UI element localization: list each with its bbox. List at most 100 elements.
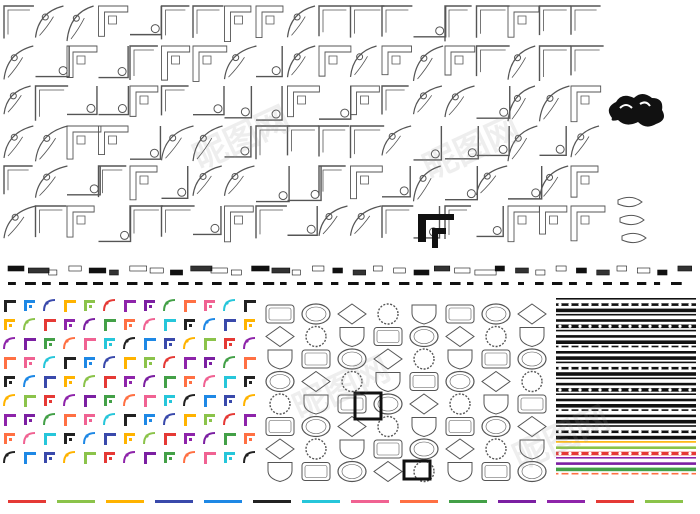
corner-ornament (35, 46, 70, 78)
corner-piece (203, 318, 216, 331)
corner-ornament (256, 46, 283, 78)
colored-divider (449, 500, 487, 503)
corner-ornament (34, 125, 68, 162)
decorative-frame (301, 349, 331, 369)
corner-piece (4, 357, 16, 369)
corner-ornament (160, 205, 195, 237)
corner-ornament (192, 165, 222, 196)
corner-piece (83, 432, 96, 445)
corner-ornament (192, 45, 228, 82)
corner-piece (104, 395, 115, 406)
corner-ornament (381, 205, 414, 238)
decorative-frame (485, 325, 507, 348)
corner-piece (3, 337, 16, 350)
corner-ornament (3, 205, 37, 239)
corner-ornament (34, 85, 69, 121)
corner-ornament (193, 86, 225, 116)
corner-piece (184, 357, 196, 369)
corner-ornament (66, 45, 98, 78)
horizontal-divider (556, 393, 696, 395)
corner-ornament (381, 5, 413, 37)
corner-ornament (224, 126, 252, 158)
decorative-frame (481, 370, 511, 393)
border-strip (373, 265, 383, 272)
corner-piece (3, 394, 16, 407)
corner-piece (164, 338, 175, 349)
decorative-frame (339, 439, 365, 460)
corner-ornament (350, 165, 383, 200)
corner-piece (124, 300, 136, 312)
border-strip (48, 269, 58, 276)
border-strip (616, 265, 627, 272)
corner-ornament (318, 5, 351, 37)
corner-ornament (67, 86, 98, 116)
corner-ornament (382, 166, 411, 198)
border-strip (484, 282, 493, 285)
corner-piece (24, 300, 35, 311)
corner-piece (23, 318, 36, 331)
border-strip (127, 282, 138, 285)
decorative-frame (353, 391, 383, 421)
corner-piece (64, 357, 76, 369)
decorative-frame (411, 304, 437, 325)
corner-piece (24, 357, 35, 368)
corner-piece (143, 375, 156, 388)
border-strip (569, 282, 577, 285)
border-strip (149, 267, 164, 274)
corner-piece (144, 395, 156, 407)
decorative-frame (337, 394, 367, 414)
corner-ornament (318, 45, 352, 77)
decorative-frame (409, 325, 439, 348)
corner-ornament (98, 86, 130, 116)
horizontal-divider (556, 441, 696, 443)
corner-ornament (286, 45, 316, 78)
corner-piece (84, 338, 96, 350)
decorative-frame (265, 438, 295, 460)
corner-ornament (349, 205, 382, 236)
corner-ornaments-section (3, 5, 647, 248)
corner-ornament (224, 205, 254, 243)
corner-piece (123, 451, 136, 464)
border-strip (144, 282, 153, 285)
border-strip (637, 282, 647, 285)
corner-piece (104, 319, 116, 331)
corner-ornament (507, 205, 540, 243)
decorative-frame (517, 460, 547, 483)
corner-ornament (98, 206, 132, 243)
horizontal-divider (556, 366, 696, 370)
corner-ornament (381, 125, 412, 156)
border-strip (263, 282, 275, 285)
black-fret-ornament (418, 214, 454, 248)
corner-ornament (34, 5, 64, 38)
colored-divider (57, 500, 95, 503)
decorative-frame (445, 325, 475, 348)
horizontal-divider (556, 319, 696, 322)
corner-piece (124, 433, 135, 444)
corner-piece (44, 376, 56, 388)
decorative-frame (519, 439, 545, 460)
corner-piece (164, 452, 175, 463)
corner-piece (23, 432, 36, 445)
horizontal-divider (556, 388, 696, 392)
decorative-frame (485, 438, 507, 460)
corner-ornament (193, 206, 222, 236)
border-strip (586, 282, 593, 285)
colored-divider (547, 500, 585, 503)
corner-ornament (192, 5, 224, 38)
decorative-frame (341, 370, 363, 393)
decorative-frame (373, 348, 403, 370)
decorative-frame (521, 370, 543, 393)
decorative-frame (301, 370, 331, 393)
border-strip (190, 265, 213, 272)
corner-piece (4, 414, 16, 426)
border-strip (535, 269, 546, 276)
corner-ornament (3, 85, 31, 115)
corner-piece (124, 376, 135, 387)
corner-ornament (256, 166, 290, 203)
decorative-frame (267, 349, 293, 370)
decorative-frame (301, 415, 331, 438)
decorative-frame (409, 372, 439, 391)
border-strip (27, 267, 50, 274)
corner-ornament (570, 125, 600, 158)
corner-ornament (224, 5, 252, 42)
